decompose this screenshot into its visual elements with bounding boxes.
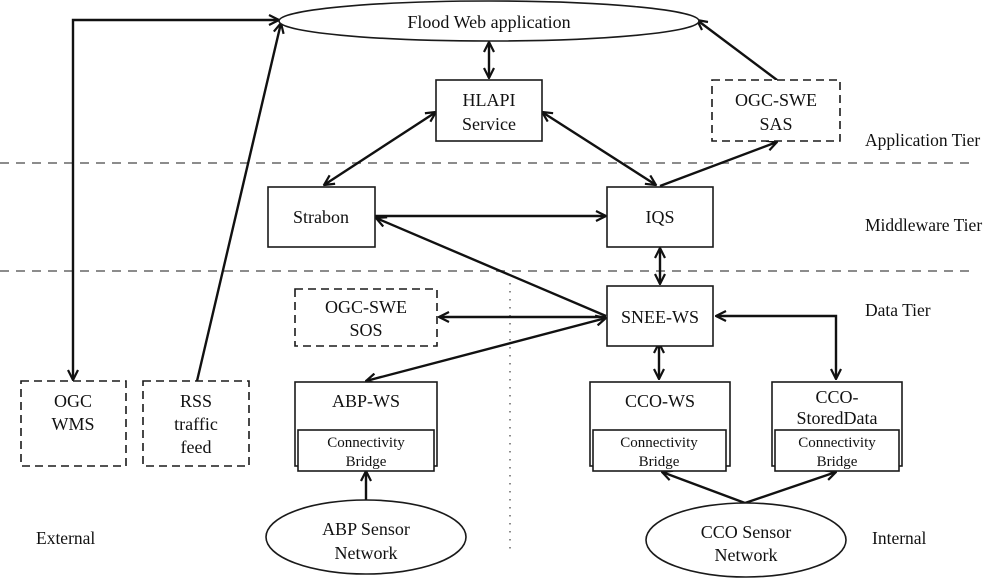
sas-label-line1: OGC-SWE xyxy=(735,90,817,110)
cco-ws-bridge-line1: Connectivity xyxy=(620,435,698,451)
node-strabon[interactable]: Strabon xyxy=(267,186,376,248)
cco-stored-connectivity-bridge[interactable]: Connectivity Bridge xyxy=(774,429,900,472)
region-label-external: External xyxy=(36,528,95,548)
snee-ws-label: SNEE-WS xyxy=(621,307,699,327)
cco-ws-connectivity-bridge[interactable]: Connectivity Bridge xyxy=(592,429,727,472)
edge-iqs-sas xyxy=(659,142,777,188)
node-flood-web-application[interactable]: Flood Web application xyxy=(278,0,700,42)
rss-label-line2: traffic xyxy=(174,414,218,434)
edge-snee-cco-stored xyxy=(716,316,836,379)
node-hlapi-service[interactable]: HLAPI Service xyxy=(435,79,543,142)
abp-connectivity-bridge[interactable]: Connectivity Bridge xyxy=(297,429,435,472)
cco-net-label-line1: CCO Sensor xyxy=(701,522,792,542)
rss-label-line3: feed xyxy=(181,437,212,457)
abp-bridge-line1: Connectivity xyxy=(327,435,405,451)
hlapi-label-line1: HLAPI xyxy=(463,90,516,110)
cco-ws-bridge-line2: Bridge xyxy=(639,454,680,470)
node-rss-traffic-feed[interactable]: RSS traffic feed xyxy=(142,380,250,467)
rss-label-line1: RSS xyxy=(180,391,212,411)
sos-label-line1: OGC-SWE xyxy=(325,297,407,317)
node-ogc-swe-sos[interactable]: OGC-SWE SOS xyxy=(294,288,438,347)
edges xyxy=(73,20,836,505)
edge-hlapi-strabon xyxy=(324,112,436,185)
node-cco-stored-data[interactable]: CCO- StoredData Connectivity Bridge xyxy=(771,381,903,472)
abp-ws-label: ABP-WS xyxy=(332,391,400,411)
flood-web-application-label: Flood Web application xyxy=(407,12,570,32)
edge-sas-flood xyxy=(697,20,778,81)
cco-stored-label-line1: CCO- xyxy=(815,387,858,407)
node-ogc-swe-sas[interactable]: OGC-SWE SAS xyxy=(711,79,841,142)
node-abp-ws[interactable]: ABP-WS Connectivity Bridge xyxy=(294,381,438,472)
tier-label-data: Data Tier xyxy=(865,300,931,320)
region-label-internal: Internal xyxy=(872,528,927,548)
cco-stored-bridge-line2: Bridge xyxy=(817,454,858,470)
hlapi-label-line2: Service xyxy=(462,114,516,134)
node-ogc-wms[interactable]: OGC WMS xyxy=(20,380,127,467)
node-abp-sensor-network[interactable]: ABP Sensor Network xyxy=(265,499,467,575)
tier-label-application: Application Tier xyxy=(865,130,980,150)
edge-cco-net-bridge-ws xyxy=(662,472,746,505)
abp-net-label-line1: ABP Sensor xyxy=(322,519,410,539)
edge-rss-flood xyxy=(195,23,281,382)
cco-stored-bridge-line1: Connectivity xyxy=(798,435,876,451)
sos-label-line2: SOS xyxy=(349,320,382,340)
strabon-label: Strabon xyxy=(293,207,349,227)
iqs-label: IQS xyxy=(645,207,674,227)
cco-ws-label: CCO-WS xyxy=(625,391,695,411)
edge-hlapi-iqs xyxy=(542,112,656,185)
cco-stored-label-line2: StoredData xyxy=(797,408,878,428)
sas-label-line2: SAS xyxy=(759,114,792,134)
abp-bridge-line2: Bridge xyxy=(346,454,387,470)
edge-flood-wms xyxy=(73,20,279,380)
node-snee-ws[interactable]: SNEE-WS xyxy=(606,285,714,347)
edge-snee-strabon xyxy=(376,218,607,318)
tier-label-middleware: Middleware Tier xyxy=(865,215,982,235)
abp-net-label-line2: Network xyxy=(335,543,398,563)
wms-label-line2: WMS xyxy=(51,414,94,434)
edge-abp-snee xyxy=(366,318,606,381)
cco-net-label-line2: Network xyxy=(715,545,778,565)
node-cco-ws[interactable]: CCO-WS Connectivity Bridge xyxy=(589,381,731,472)
wms-label-line1: OGC xyxy=(54,391,92,411)
node-cco-sensor-network[interactable]: CCO Sensor Network xyxy=(645,502,847,578)
edge-cco-net-bridge-stored xyxy=(744,472,836,505)
node-iqs[interactable]: IQS xyxy=(606,186,714,248)
